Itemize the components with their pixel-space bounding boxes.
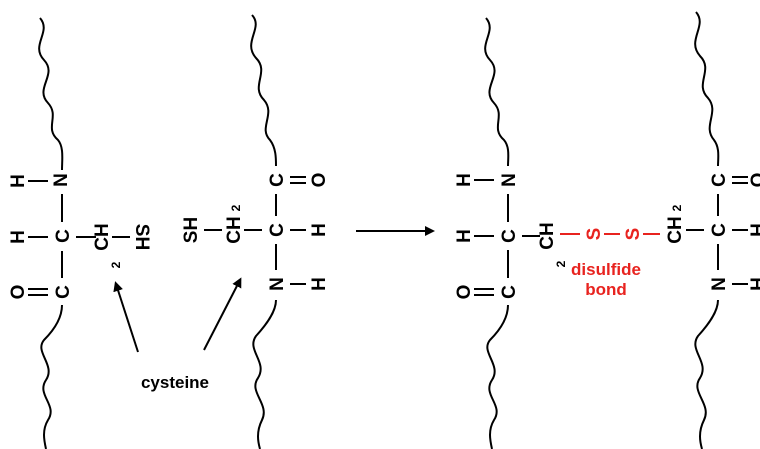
bond-label: bond <box>585 280 627 299</box>
backbone-wave-bottom <box>486 304 509 449</box>
ch-group: CH <box>224 216 245 243</box>
oxygen-atom: O <box>309 173 330 188</box>
cystine-right-2: C O C H CH 2 N H <box>665 11 760 449</box>
backbone-wave-top <box>250 14 277 167</box>
oxygen-atom: O <box>454 285 475 300</box>
hydrogen-atom: H <box>309 223 330 237</box>
alpha-carbon-atom: C <box>709 223 730 237</box>
hydrogen-atom: H <box>748 277 760 291</box>
oxygen-atom: O <box>748 173 760 188</box>
cysteine-left-2: C O C H CH 2 SH N H <box>181 14 330 449</box>
cysteine-left-1: N H C H CH 2 SH C O <box>8 17 152 449</box>
hydrogen-atom: H <box>748 223 760 237</box>
sulfur-atom: S <box>584 228 605 241</box>
cysteine-label: cysteine <box>141 373 209 392</box>
backbone-wave-bottom <box>40 304 63 449</box>
alpha-carbon-atom: C <box>53 229 74 243</box>
oxygen-atom: O <box>8 285 29 300</box>
nitrogen-atom: N <box>267 277 288 291</box>
carbonyl-carbon-atom: C <box>53 285 74 299</box>
ch-group: CH <box>537 222 558 249</box>
subscript-2: 2 <box>554 260 568 267</box>
sulfur-atom: S <box>623 228 644 241</box>
subscript-2: 2 <box>670 204 684 211</box>
carbonyl-carbon-atom: C <box>499 285 520 299</box>
hydrogen-atom: H <box>8 230 29 244</box>
arrow-up-icon <box>203 277 242 351</box>
hydrogen-atom: H <box>454 173 475 187</box>
thiol-group: SH <box>131 224 152 250</box>
disulfide-label: disulfide <box>571 260 641 279</box>
carbonyl-carbon-atom: C <box>267 173 288 187</box>
nitrogen-atom: N <box>51 173 72 187</box>
carbonyl-carbon-atom: C <box>709 173 730 187</box>
nitrogen-atom: N <box>709 277 730 291</box>
backbone-wave-bottom <box>252 299 277 449</box>
backbone-wave-top <box>38 17 64 171</box>
subscript-2: 2 <box>109 261 123 268</box>
hydrogen-atom: H <box>8 174 29 188</box>
alpha-carbon-atom: C <box>267 223 288 237</box>
hydrogen-atom: H <box>309 277 330 291</box>
subscript-2: 2 <box>229 204 243 211</box>
ch-group: CH <box>665 216 686 243</box>
hydrogen-atom: H <box>454 229 475 243</box>
nitrogen-atom: N <box>499 173 520 187</box>
cystine-right-1: N H C H CH 2 C O <box>454 17 568 449</box>
backbone-wave-top <box>694 11 720 167</box>
alpha-carbon-atom: C <box>499 229 520 243</box>
backbone-wave-bottom <box>694 299 719 449</box>
ch-group: CH <box>92 223 113 250</box>
arrow-up-icon <box>113 281 139 353</box>
thiol-group: SH <box>181 217 202 243</box>
backbone-wave-top <box>484 17 510 167</box>
disulfide-bridge: S S disulfide bond <box>560 228 660 299</box>
